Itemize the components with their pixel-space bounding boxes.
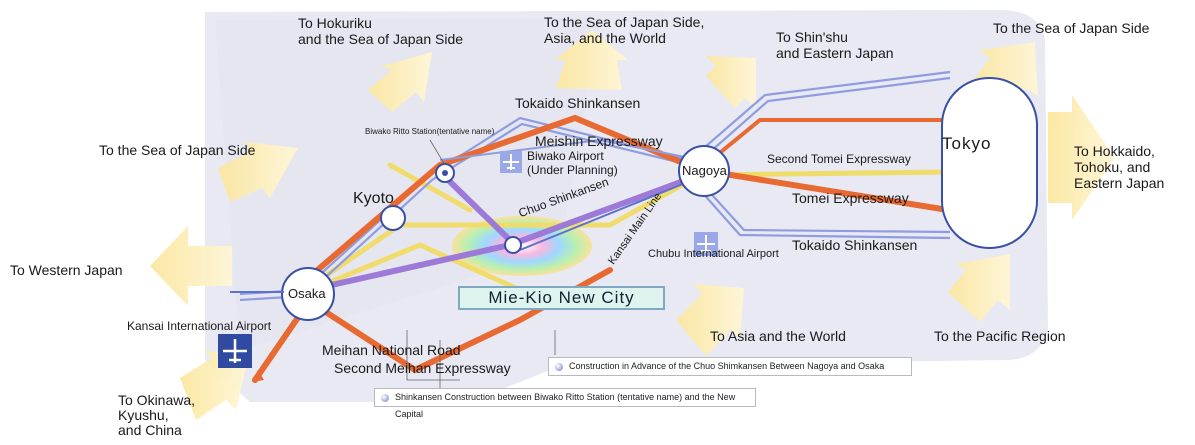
label-to-western: To Western Japan xyxy=(10,262,123,278)
mie-kio-site xyxy=(452,216,592,276)
leader-lines xyxy=(406,139,556,390)
kyoto-node xyxy=(380,205,406,231)
label-meishin: Meishin Expressway xyxy=(535,133,663,149)
arrow-to-hokkaido xyxy=(1048,95,1115,220)
note-chuo-text: Construction in Advance of the Chuo Shim… xyxy=(569,361,885,371)
meishin-expressway xyxy=(439,138,701,161)
label-biwako-ritto: Biwako Ritto Station(tentative name) xyxy=(365,127,495,136)
arrow-to-western xyxy=(150,226,232,306)
label-biwako-airport: Biwako Airport (Under Planning) xyxy=(527,149,618,177)
arrow-to-pacific xyxy=(948,254,1010,322)
label-tokyo: Tokyo xyxy=(942,134,992,153)
label-tokaido-top: Tokaido Shinkansen xyxy=(515,95,641,111)
biwako-ritto-inner xyxy=(442,170,448,176)
note-bullet-icon xyxy=(555,363,563,371)
label-to-hokkaido: To Hokkaido, Tohoku, and Eastern Japan xyxy=(1074,143,1165,191)
label-second-meihan: Second Meihan Expressway xyxy=(334,360,511,376)
note-chuo-construction: Construction in Advance of the Chuo Shim… xyxy=(548,357,912,376)
label-osaka: Osaka xyxy=(288,286,326,301)
kansai-main-line xyxy=(519,174,706,251)
chuo-junction-node xyxy=(504,236,522,254)
label-to-sea-asia: To the Sea of Japan Side, Asia, and the … xyxy=(544,14,705,46)
arrow-to-hokuriku xyxy=(368,52,432,112)
note-shinkansen-text: Shinkansen Construction between Biwako R… xyxy=(395,392,736,419)
arrow-to-shinshu xyxy=(706,56,756,108)
label-meihan: Meihan National Road xyxy=(322,342,461,358)
osaka-node xyxy=(281,267,335,321)
tokyo-node xyxy=(941,77,1038,249)
note-shinkansen-construction: Shinkansen Construction between Biwako R… xyxy=(374,388,756,419)
label-to-okinawa: To Okinawa, Kyushu, and China xyxy=(118,392,196,438)
label-tomei: Tomei Expressway xyxy=(792,190,909,206)
kansai-airport-icon xyxy=(218,334,252,368)
label-second-tomei: Second Tomei Expressway xyxy=(767,152,911,166)
nagoya-node xyxy=(678,145,730,197)
label-to-hokuriku: To Hokuriku and the Sea of Japan Side xyxy=(298,15,464,47)
label-nagoya: Nagoya xyxy=(682,163,727,178)
label-to-shinshu: To Shin'shu and Eastern Japan xyxy=(776,29,894,61)
chubu-airport-icon xyxy=(694,232,718,256)
arrow-to-asia-world xyxy=(676,284,744,356)
biwako-airport-icon xyxy=(500,151,522,173)
label-to-asia-world: To Asia and the World xyxy=(710,328,846,344)
mie-kio-new-city-banner: Mie-Kio New City xyxy=(458,286,665,310)
label-to-sea-right: To the Sea of Japan Side xyxy=(993,20,1150,36)
okinawa-pointer xyxy=(252,370,264,382)
arrow-to-sea-asia xyxy=(555,30,628,90)
label-kyoto: Kyoto xyxy=(353,190,394,207)
label-to-sea-left: To the Sea of Japan Side xyxy=(99,142,256,158)
label-to-pacific: To the Pacific Region xyxy=(934,328,1066,344)
arrow-to-sea-left xyxy=(218,142,298,202)
label-chubu-airport: Chubu International Airport xyxy=(648,248,779,260)
note-bullet-icon xyxy=(381,394,389,402)
label-tokaido-bottom: Tokaido Shinkansen xyxy=(792,237,918,253)
label-kansai-airport: Kansai International Airport xyxy=(127,319,272,333)
